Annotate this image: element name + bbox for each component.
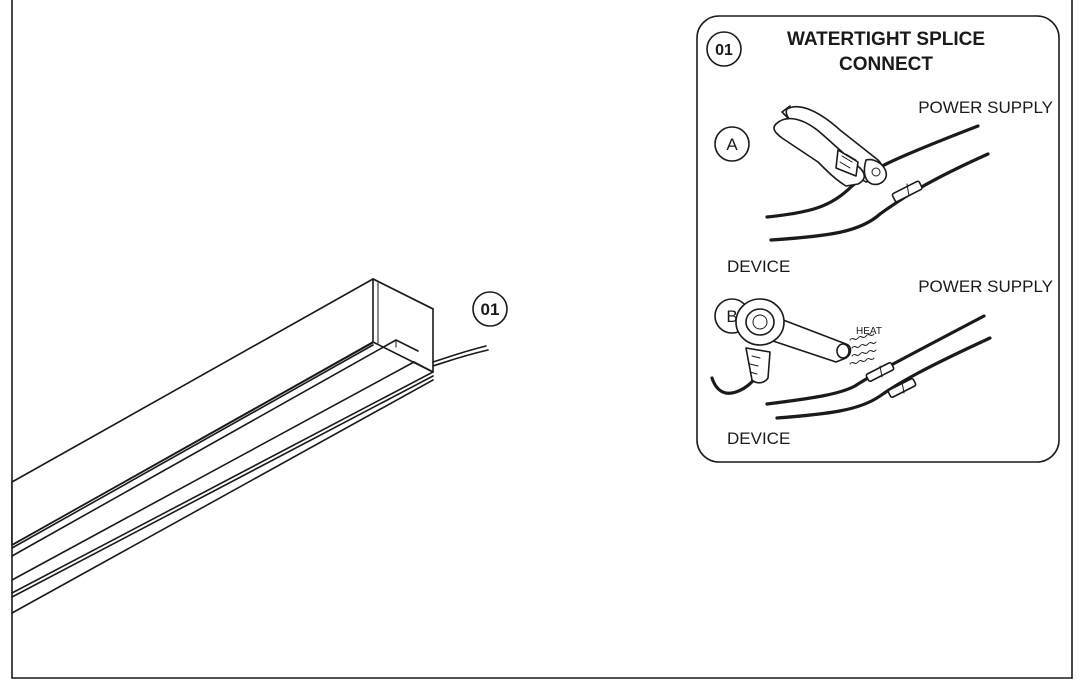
step-a-wire-2 (769, 152, 990, 242)
step-b-wire-2 (775, 336, 992, 420)
callout-badge: 01 (472, 291, 508, 327)
linear-fixture (11, 278, 489, 614)
fixture-power-lead (432, 345, 487, 363)
panel-badge: 01 (706, 31, 742, 67)
step-a-power-label: POWER SUPPLY (918, 98, 1053, 117)
step-a-device-label: DEVICE (727, 257, 790, 276)
step-b-butt-splice-2 (887, 377, 917, 399)
step-a-wire-1 (765, 124, 980, 219)
callout-label: 01 (481, 300, 500, 319)
heat-gun-icon (710, 298, 852, 395)
heat-waves-icon (849, 333, 877, 365)
step-b-wire-1 (765, 314, 986, 406)
step-b-badge-label: B (726, 307, 737, 326)
step-a-badge-label: A (726, 135, 738, 154)
step-b: B POWER SUPPLY DEVICE HEAT (710, 277, 1053, 448)
step-b-power-label: POWER SUPPLY (918, 277, 1053, 296)
step-b-butt-splice-1 (865, 361, 895, 383)
splice-detail-panel: 01 WATERTIGHT SPLICE CONNECT A POWER SUP… (696, 15, 1060, 463)
step-a-butt-splice (891, 180, 923, 203)
step-a-badge (714, 126, 750, 162)
fixture-end-cap (372, 278, 434, 373)
fixture-top-face (11, 278, 434, 546)
panel-title-line2: CONNECT (839, 54, 933, 75)
step-b-heat-label: HEAT (856, 326, 882, 337)
panel-title-line1: WATERTIGHT SPLICE (787, 29, 985, 50)
page-border (11, 0, 1073, 679)
crimp-tool-icon (773, 105, 888, 187)
step-b-device-label: DEVICE (727, 429, 790, 448)
step-a: A POWER SUPPLY DEVICE (714, 98, 1053, 276)
panel-badge-label: 01 (715, 42, 733, 59)
